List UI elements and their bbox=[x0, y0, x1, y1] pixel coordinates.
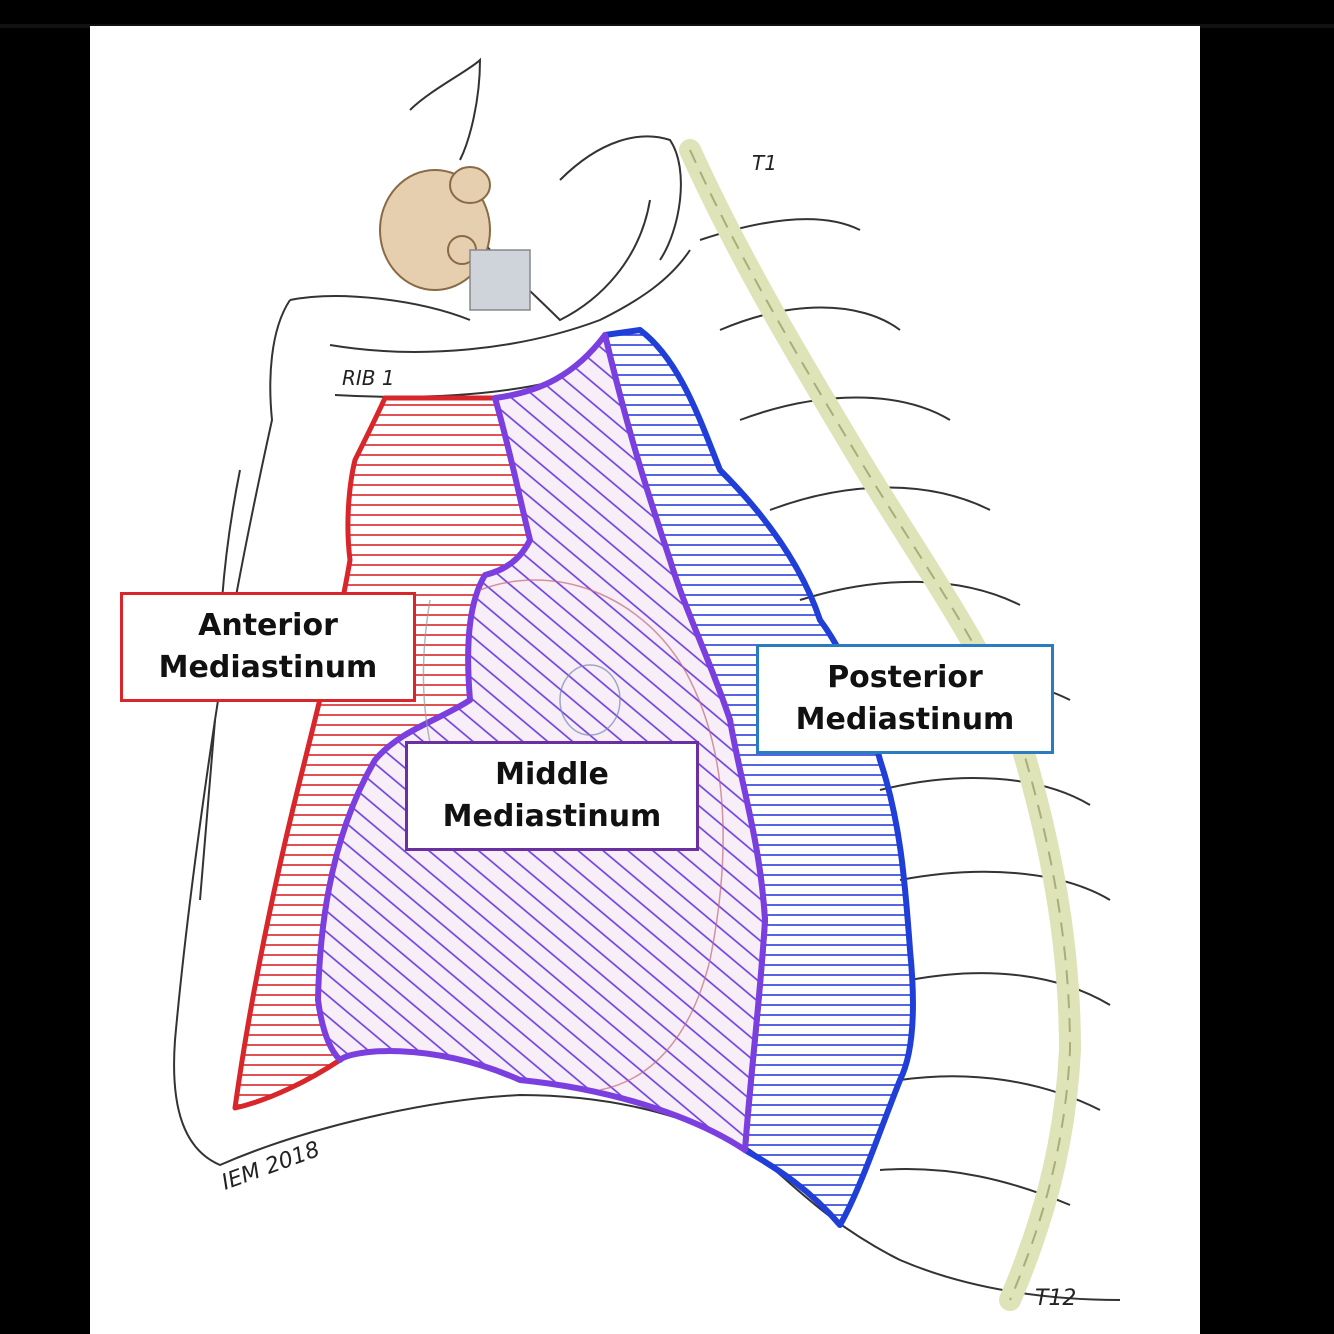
posterior-label-line1: Posterior bbox=[827, 660, 983, 695]
middle-mediastinum-label: Middle Mediastinum bbox=[405, 741, 699, 851]
anterior-label-line1: Anterior bbox=[198, 608, 338, 643]
rib1-annotation: RIB 1 bbox=[342, 366, 395, 390]
clavicle-head bbox=[379, 166, 531, 311]
posterior-mediastinum-label: Posterior Mediastinum bbox=[756, 644, 1054, 754]
middle-label-line2: Mediastinum bbox=[442, 799, 662, 834]
anterior-label-line2: Mediastinum bbox=[158, 650, 378, 685]
middle-label-line1: Middle bbox=[495, 757, 609, 792]
t12-annotation: T12 bbox=[1035, 1286, 1076, 1311]
anterior-mediastinum-label: Anterior Mediastinum bbox=[120, 592, 416, 702]
t1-annotation: T1 bbox=[752, 151, 777, 175]
posterior-label-line2: Mediastinum bbox=[795, 702, 1015, 737]
